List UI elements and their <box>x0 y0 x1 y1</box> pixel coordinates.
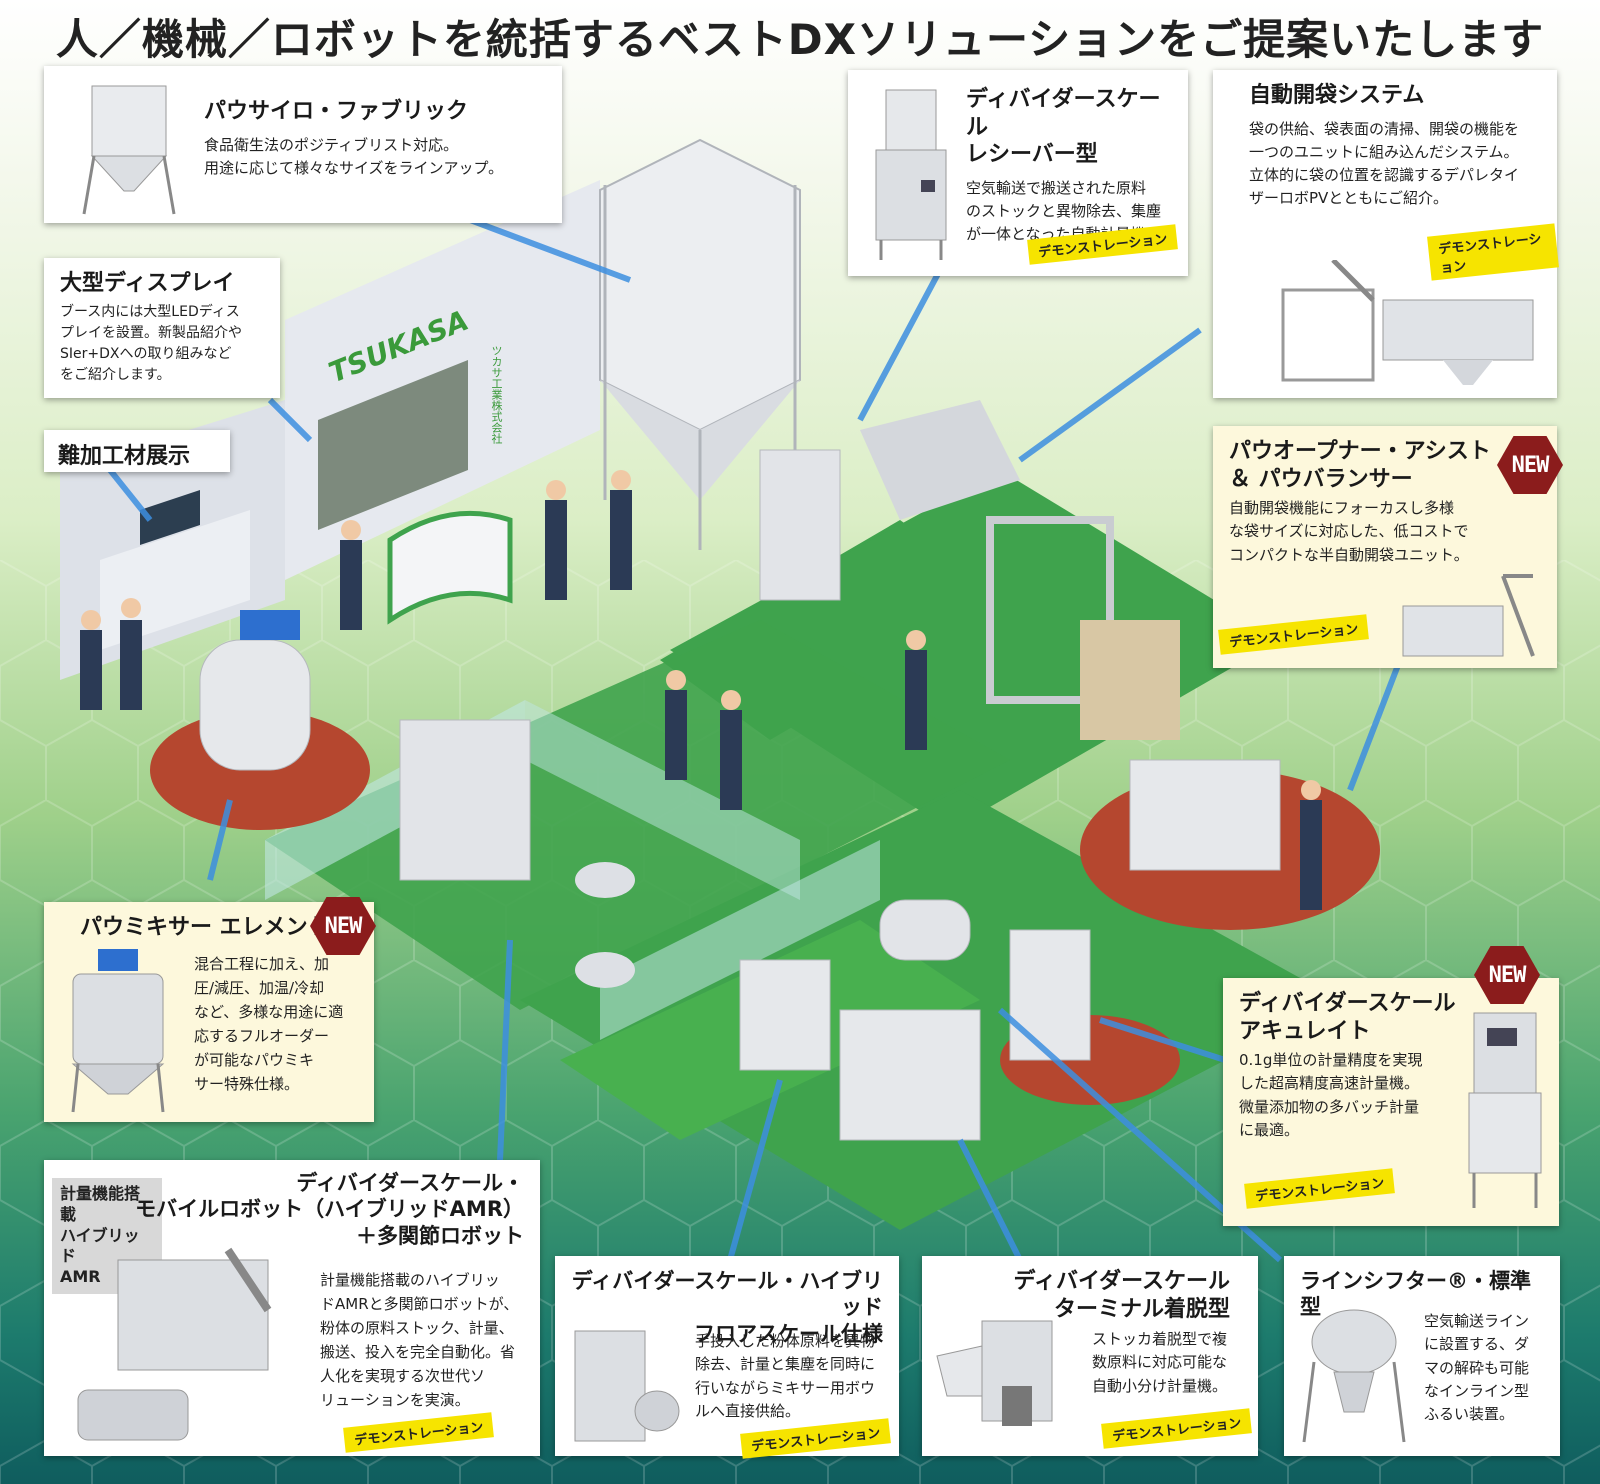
mixer-motor <box>240 610 300 640</box>
card-large-display: 大型ディスプレイ ブース内には大型LEDディス プレイを設置。新製品紹介や SI… <box>44 258 280 398</box>
card-desc: 0.1g単位の計量精度を実現 した超高精度高速計量機。 微量添加物の多バッチ計量… <box>1239 1051 1423 1139</box>
floor-scale-thumbnail-icon <box>574 1330 680 1442</box>
card-title: パウオープナー・アシスト ＆ パウバランサー <box>1229 439 1491 492</box>
card-title: ディバイダースケール アキュレイト <box>1239 991 1456 1044</box>
silo-thumbnail-icon <box>82 85 176 215</box>
card-terminal: ディバイダースケール ターミナル着脱型 ストッカ着脱型で複 数原料に対応可能な … <box>922 1256 1258 1456</box>
people <box>80 490 1322 910</box>
pointer-lines <box>107 217 1403 1263</box>
card-desc: 計量機能搭載のハイブリッ ドAMRと多関節ロボットが、 粉体の原料ストック、計量… <box>320 1271 519 1409</box>
card-desc: ストッカ着脱型で複 数原料に対応可能な 自動小分け計量機。 <box>1092 1330 1228 1395</box>
machine-receiver <box>759 449 841 601</box>
machine-mixer <box>199 639 311 771</box>
led-display <box>318 360 468 530</box>
opener-thumbnail-icon <box>1402 574 1535 657</box>
card-line-sifter: ラインシフター®・標準型 空気輸送ライン に設置する、ダ マの解砕も可能 なイン… <box>1284 1256 1560 1456</box>
card-mobile-robot: 計量機能搭載 ハイブリッド AMR ディバイダースケール・ モバイルロボット（ハ… <box>44 1160 540 1456</box>
machine-hopper <box>860 400 1020 520</box>
amr-robot <box>575 862 635 898</box>
mobile-robot-thumbnail-icon <box>77 1247 272 1441</box>
card-desc: 手投入した粉体原料を異物 除去、計量と集塵を同時に 行いながらミキサー用ボウ ル… <box>695 1332 876 1420</box>
demo-badge: デモンストレーション <box>1101 1408 1253 1449</box>
reception-desk <box>387 510 513 625</box>
card-title: ラインシフター®・標準型 <box>1300 1269 1531 1320</box>
amr-robot-2 <box>575 952 635 988</box>
machine-sifter <box>879 899 971 961</box>
card-title: ディバイダースケール ターミナル着脱型 <box>1013 1269 1230 1322</box>
small-display <box>140 490 200 545</box>
auto-bag-thumbnail-icon <box>1281 260 1534 385</box>
demo-badge: デモンストレーション <box>343 1412 495 1453</box>
machine-accurate <box>1009 929 1091 1061</box>
line-sifter-thumbnail-icon <box>1302 1309 1406 1443</box>
glass-panel-3 <box>600 840 880 1040</box>
card-accurate: ディバイダースケール アキュレイト 0.1g単位の計量精度を実現 した超高精度高… <box>1223 978 1559 1226</box>
card-desc: 袋の供給、袋表面の清掃、開袋の機能を 一つのユニットに組み込んだシステム。 立体… <box>1249 119 1520 208</box>
machine-robot-cell <box>399 719 531 881</box>
booth-sign: ツカサ工業株式会社 <box>490 345 503 444</box>
terminal-thumbnail-icon <box>936 1320 1053 1426</box>
card-title: ディバイダースケール・ モバイルロボット（ハイブリッドAMR） ＋多関節ロボット <box>135 1171 524 1248</box>
demo-badge: デモンストレーション <box>1218 614 1370 655</box>
card-receiver: ディバイダースケール レシーバー型 空気輸送で搬送された原料 のストックと異物除… <box>848 70 1188 276</box>
mixer-thumbnail-icon <box>71 949 165 1113</box>
glass-panel-2 <box>525 700 800 900</box>
demo-badge: デモンストレーション <box>740 1418 892 1459</box>
card-auto-bag: 自動開袋システム 袋の供給、袋表面の清掃、開袋の機能を 一つのユニットに組み込ん… <box>1213 70 1559 398</box>
card-desc: 自動開袋機能にフォーカスし多様 な袋サイズに対応した、低コストで コンパクトな半… <box>1229 499 1469 564</box>
machine-terminal <box>839 1009 981 1141</box>
card-desc: 空気輸送ライン に設置する、ダ マの解砕も可能 なインライン型 ふるい装置。 <box>1424 1312 1530 1423</box>
accurate-thumbnail-icon <box>1468 1012 1542 1208</box>
people-heads <box>81 470 1321 800</box>
new-badge: NEW <box>1474 946 1540 1004</box>
pallet-bags <box>1080 620 1180 740</box>
card-desc: ブース内には大型LEDディス プレイを設置。新製品紹介や SIer+DXへの取り… <box>60 303 242 383</box>
new-badge: NEW <box>310 897 376 955</box>
card-pau-silo: パウサイロ・ファブリック 食品衛生法のポジティブリスト対応。 用途に応じて様々な… <box>44 66 562 223</box>
card-title: ディバイダースケール レシーバー型 <box>966 87 1161 167</box>
page-title: 人／機械／ロボットを統括するベストDXソリューションをご提案いたします <box>55 15 1545 64</box>
card-title: 大型ディスプレイ <box>60 271 235 296</box>
card-difficult-material: 難加工材展示 <box>44 430 230 472</box>
card-title: ディバイダースケール・ハイブリッド フロアスケール仕様 <box>571 1269 883 1346</box>
card-title: 難加工材展示 <box>58 444 191 469</box>
card-desc: 混合工程に加え、加 圧/減圧、加温/冷却 など、多様な用途に適 応するフルオーダ… <box>194 955 344 1093</box>
machine-frame <box>986 516 1114 704</box>
card-title: パウミキサー エレメント <box>80 915 330 940</box>
card-title: パウサイロ・ファブリック <box>204 99 469 124</box>
receiver-thumbnail-icon <box>875 89 947 260</box>
machine-opener <box>1129 759 1281 871</box>
card-desc: 食品衛生法のポジティブリスト対応。 用途に応じて様々なサイズをラインアップ。 <box>204 135 504 177</box>
machine-floor-scale <box>739 959 831 1071</box>
card-floor-scale: ディバイダースケール・ハイブリッド フロアスケール仕様 手投入した粉体原料を異物… <box>555 1256 899 1459</box>
silo-body <box>599 138 801 432</box>
card-title: 自動開袋システム <box>1249 83 1425 108</box>
demo-badge: デモンストレーション <box>1244 1168 1396 1209</box>
